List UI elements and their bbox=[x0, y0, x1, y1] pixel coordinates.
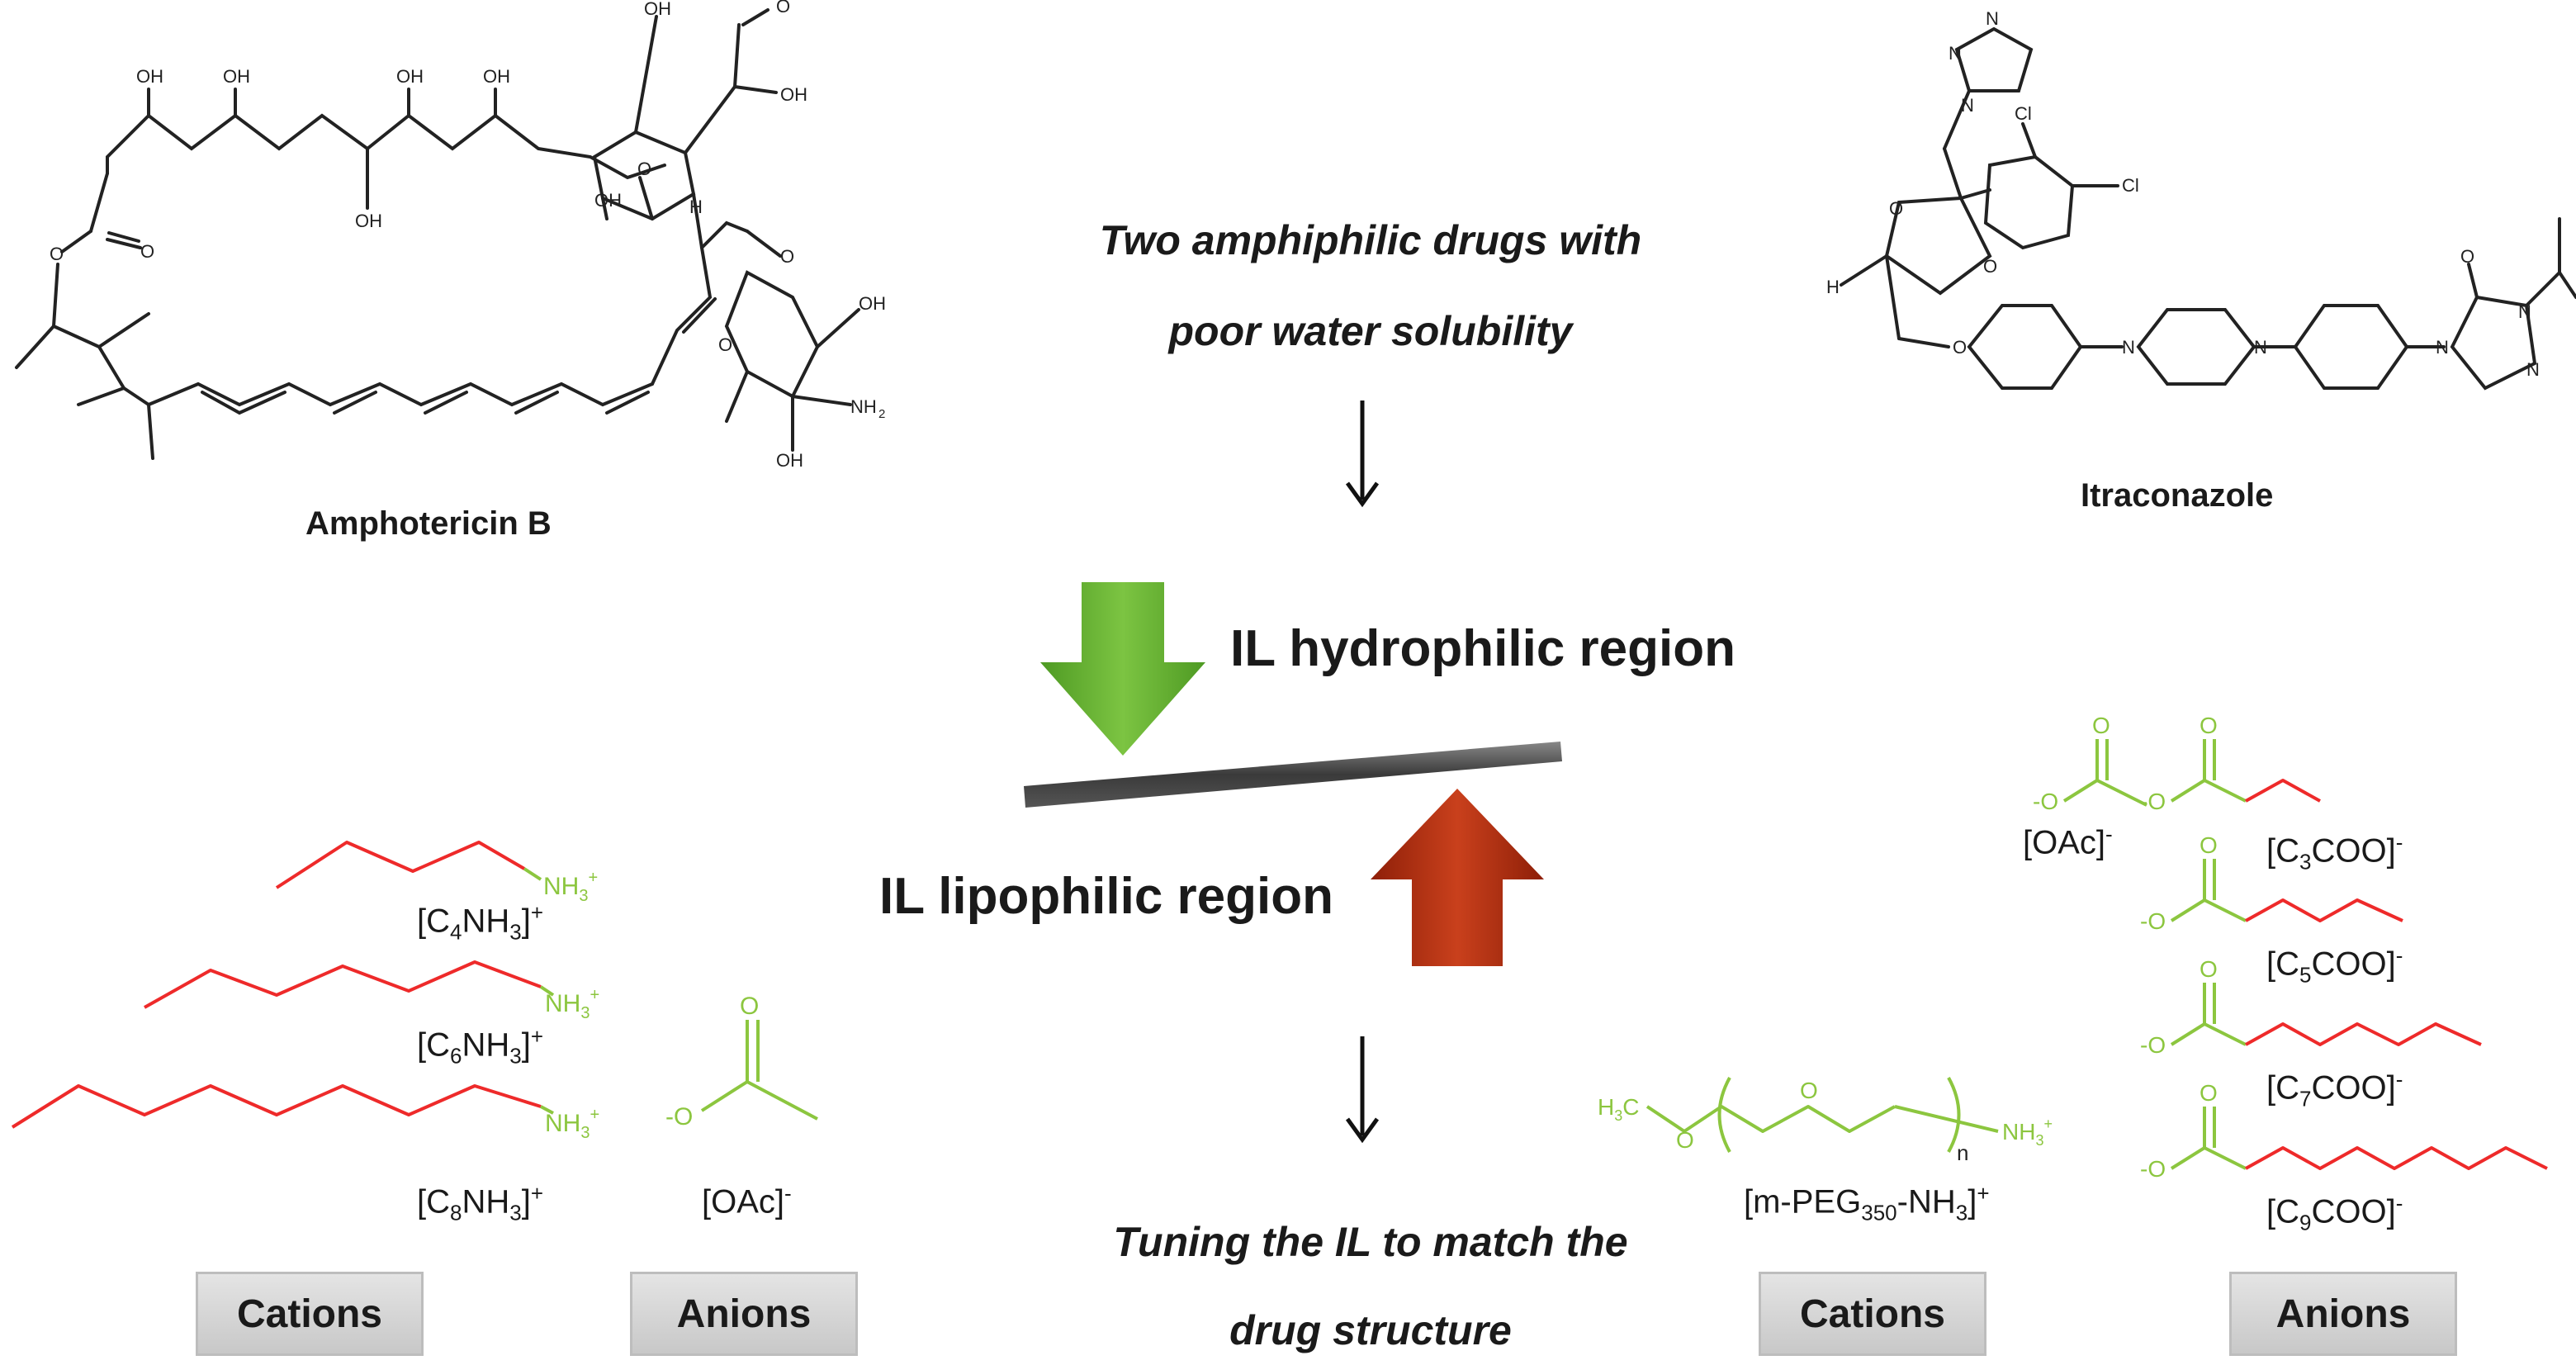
atom-h: H bbox=[1826, 277, 1840, 297]
itraconazole-name: Itraconazole bbox=[2081, 477, 2274, 514]
atom-o: O bbox=[776, 0, 790, 17]
c9-minus-o: -O bbox=[2140, 1156, 2166, 1182]
c3-minus-o: -O bbox=[2140, 789, 2166, 814]
atom-n: N bbox=[2526, 359, 2540, 380]
atom-oh: OH bbox=[859, 293, 886, 314]
atom-o: O bbox=[50, 244, 64, 264]
left-cation-chains: NH3+ NH3+ NH3+ O -O bbox=[11, 841, 818, 1142]
c7-minus-o: -O bbox=[2140, 1032, 2166, 1058]
left-anions-button[interactable]: Anions bbox=[630, 1272, 858, 1356]
right-anions-button[interactable]: Anions bbox=[2229, 1272, 2457, 1356]
c6-head-label: NH3+ bbox=[545, 986, 599, 1022]
atom-o: O bbox=[1953, 337, 1967, 358]
flow-top-text-line2: poor water solubility bbox=[1168, 308, 1573, 354]
atom-h: H bbox=[689, 197, 703, 217]
acetate-minus-o: -O bbox=[665, 1103, 693, 1130]
atom-n: N bbox=[2122, 337, 2135, 358]
acetate-minus-o: -O bbox=[2033, 789, 2058, 814]
left-oac-label: [OAc]- bbox=[702, 1181, 792, 1220]
c5-minus-o: -O bbox=[2140, 908, 2166, 934]
c9coo-label: [C9COO]- bbox=[2266, 1191, 2403, 1235]
c6nh3-label: [C6NH3]+ bbox=[417, 1024, 544, 1069]
atom-oh: OH bbox=[483, 66, 510, 87]
acetate-o: O bbox=[740, 993, 759, 1020]
c8nh3-label: [C8NH3]+ bbox=[417, 1181, 544, 1225]
peg-o: O bbox=[1800, 1078, 1818, 1103]
c7-o: O bbox=[2200, 956, 2218, 982]
atom-n: N bbox=[2436, 337, 2449, 358]
peg-o: O bbox=[1676, 1127, 1694, 1153]
atom-o: O bbox=[1983, 256, 1997, 277]
left-cations-button[interactable]: Cations bbox=[196, 1272, 424, 1356]
flow-top-text-line1: Two amphiphilic drugs with bbox=[1099, 217, 1642, 263]
atom-n: N bbox=[1949, 43, 1962, 64]
down-arrow-top bbox=[1345, 400, 1380, 508]
atom-n: N bbox=[2518, 301, 2531, 322]
atom-n: N bbox=[2254, 337, 2267, 358]
right-structures: H3C O O NH3+ O -O O -O O -O O -O O -O n bbox=[1598, 713, 2548, 1182]
balance-diagram bbox=[1024, 582, 1562, 966]
peg-n-subscript: n bbox=[1957, 1140, 1968, 1165]
balance-beam bbox=[1024, 742, 1562, 808]
flow-bottom-text-line2: drug structure bbox=[1229, 1307, 1512, 1353]
atom-o: O bbox=[780, 246, 794, 267]
down-arrow-bottom bbox=[1345, 1036, 1380, 1144]
lipophilic-arrow bbox=[1371, 789, 1544, 966]
atom-oh: OH bbox=[776, 450, 803, 471]
peg-h3c-label: H3C bbox=[1598, 1094, 1639, 1124]
atom-oh: OH bbox=[136, 66, 163, 87]
atom-oh: OH bbox=[780, 84, 807, 105]
atom-n: N bbox=[1961, 95, 1974, 116]
right-oac-label: [OAc]- bbox=[2023, 822, 2113, 861]
atom-o: O bbox=[140, 241, 154, 262]
c4nh3-label: [C4NH3]+ bbox=[417, 900, 544, 945]
c3-chain bbox=[2245, 779, 2321, 803]
peg-nh3-label: NH3+ bbox=[2002, 1116, 2053, 1149]
c7-chain bbox=[2245, 1022, 2482, 1046]
atom-nh2-sub: 2 bbox=[878, 407, 885, 421]
atom-cl: Cl bbox=[2015, 103, 2032, 124]
atom-oh: OH bbox=[396, 66, 424, 87]
atom-oh: OH bbox=[355, 211, 382, 231]
c7coo-label: [C7COO]- bbox=[2266, 1067, 2403, 1111]
atom-o: O bbox=[637, 159, 651, 179]
right-cations-button[interactable]: Cations bbox=[1759, 1272, 1986, 1356]
flow-bottom-text-line1: Tuning the IL to match the bbox=[1113, 1219, 1628, 1265]
atom-n: N bbox=[1986, 8, 1999, 29]
c3coo-label: [C3COO]- bbox=[2266, 830, 2403, 874]
lipophilic-region-label: IL lipophilic region bbox=[879, 868, 1333, 925]
c4-chain bbox=[275, 841, 526, 889]
atom-oh: OH bbox=[223, 66, 250, 87]
amphotericin-b-structure: OH OH OH OH OH OH OH OH OH OH O O O O O … bbox=[15, 0, 886, 471]
atom-nh2: NH bbox=[850, 396, 877, 417]
acetate-o: O bbox=[2092, 713, 2110, 738]
atom-o: O bbox=[2460, 246, 2474, 267]
atom-oh: OH bbox=[594, 190, 622, 211]
c8-head-label: NH3+ bbox=[545, 1106, 599, 1142]
atom-cl: Cl bbox=[2122, 175, 2139, 196]
c5-chain bbox=[2245, 898, 2403, 922]
c6-chain bbox=[144, 960, 542, 1009]
c9-chain bbox=[2245, 1146, 2548, 1170]
c5coo-label: [C5COO]- bbox=[2266, 943, 2403, 988]
atom-o: O bbox=[1889, 198, 1903, 219]
hydrophilic-region-label: IL hydrophilic region bbox=[1230, 620, 1736, 677]
atom-oh: OH bbox=[644, 0, 671, 19]
c4-head-label: NH3+ bbox=[543, 869, 598, 905]
hydrophilic-arrow bbox=[1040, 582, 1205, 756]
c9-o: O bbox=[2200, 1080, 2218, 1106]
itraconazole-structure: N N N Cl Cl O O H O N N N O N N bbox=[1826, 8, 2576, 391]
c5-o: O bbox=[2200, 832, 2218, 858]
c8-chain bbox=[11, 1084, 542, 1129]
atom-o: O bbox=[718, 334, 732, 355]
amphotericin-b-name: Amphotericin B bbox=[305, 505, 552, 542]
c3-o: O bbox=[2200, 713, 2218, 738]
peg-label: [m-PEG350-NH3]+ bbox=[1744, 1181, 1990, 1225]
